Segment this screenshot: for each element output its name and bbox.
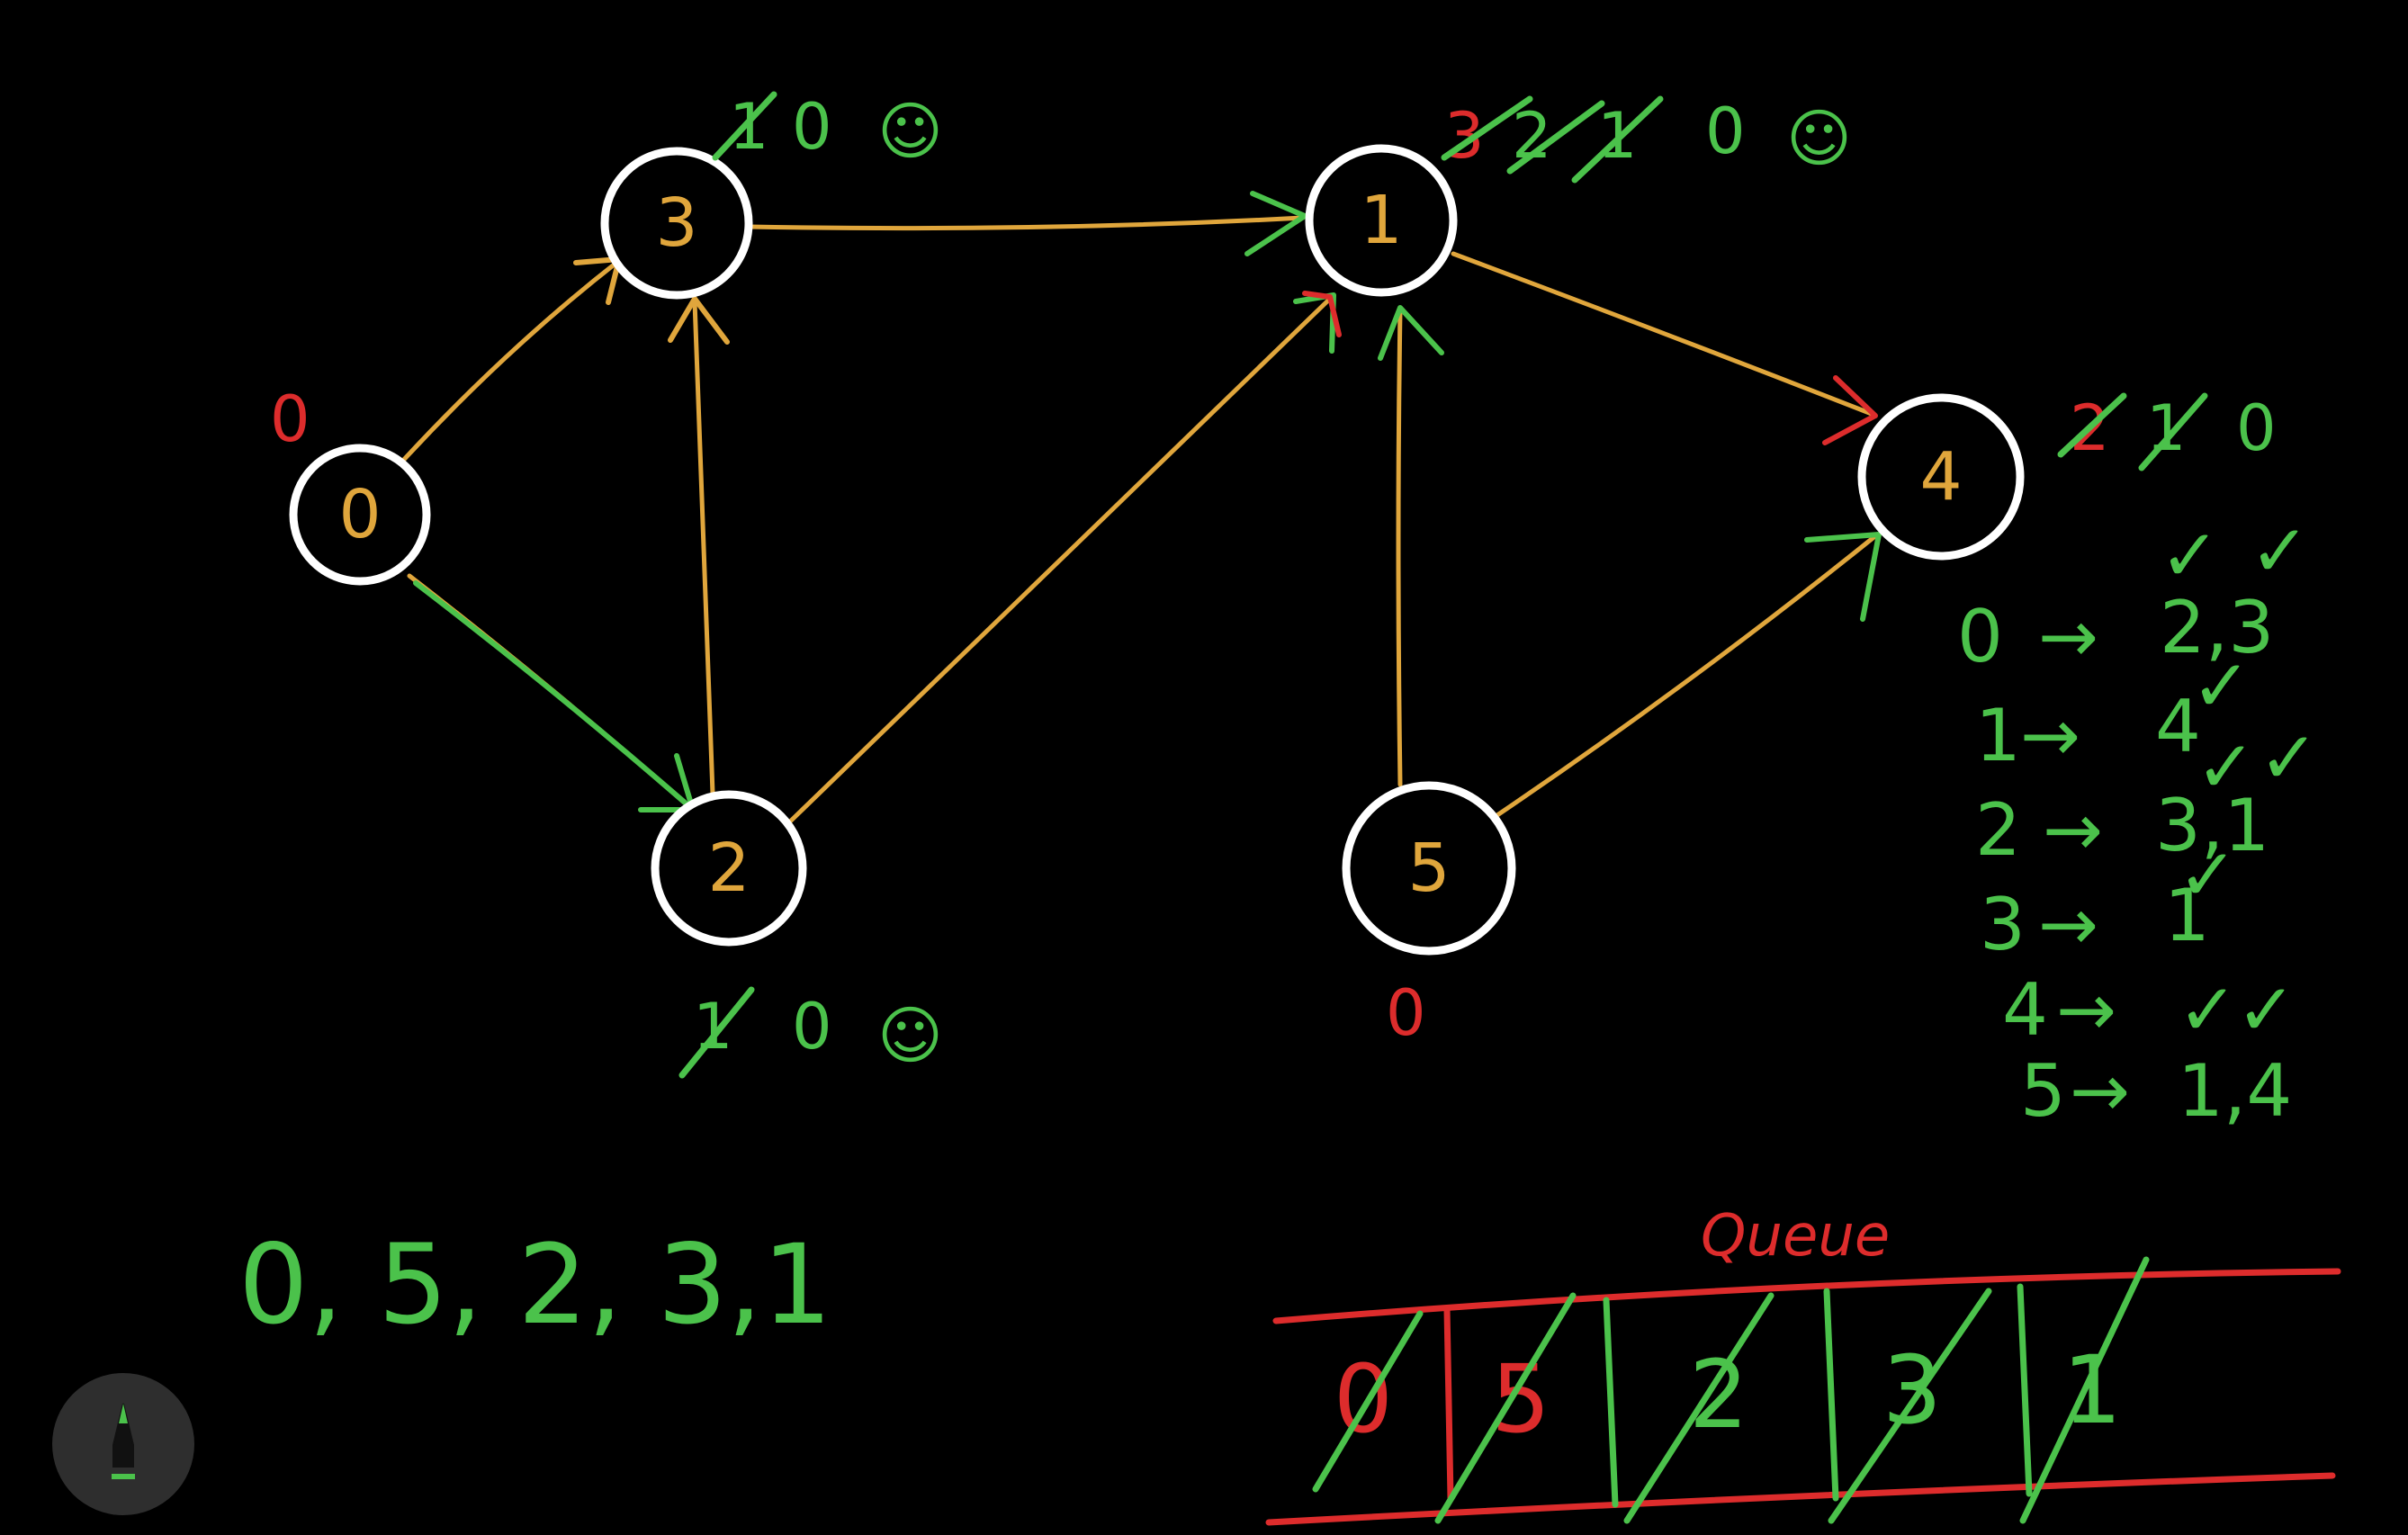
edge-5-4-arrowhead (1804, 532, 1882, 622)
adjacency-row-3-node: 3 (1980, 883, 2026, 966)
indegree-node2-smiley: ☺ (877, 999, 943, 1073)
node-1: 1 (1305, 144, 1458, 297)
node-5-label: 5 (1407, 830, 1450, 907)
adjacency-row-2-arrow: → (2043, 788, 2103, 872)
check-mark-icon: ✓ (2178, 833, 2238, 917)
indegree-node3-current: 0 (792, 90, 832, 164)
adjacency-row-2-neighbors: 3,1 (2155, 784, 2269, 867)
queue-item: 2 (1689, 1340, 1748, 1450)
adjacency-row: 2 → 3,1 (1975, 784, 2269, 872)
indegree-node4-current: 0 (2236, 391, 2277, 465)
adjacency-row-0-neighbors: 2,3 (2160, 586, 2274, 669)
indegree-node4-strike (2057, 392, 2208, 471)
check-mark-icon: ✓ (2259, 716, 2319, 800)
edge-2-1-arrowhead (1293, 292, 1336, 354)
check-mark-icon: ✓ (2236, 968, 2296, 1052)
adjacency-row: 4 → (2002, 968, 2116, 1052)
indegree-node1-smiley: ☺ (1786, 102, 1852, 175)
queue-divider (1443, 1306, 1454, 1502)
indegree-node1-struck-b: 2 (1512, 99, 1552, 173)
node-4-label: 4 (1919, 438, 1962, 516)
adjacency-row: 5 → 1,4 (2020, 1049, 2292, 1133)
indegree-node2-current: 0 (792, 990, 832, 1064)
check-mark-icon: ✓ (2196, 725, 2256, 809)
adjacency-row-4-arrow: → (2056, 968, 2116, 1052)
queue: Queue 0 5 2 3 1 (1265, 1203, 2341, 1526)
queue-item: 5 (1491, 1344, 1550, 1454)
adjacency-row-5-node: 5 (2020, 1049, 2066, 1133)
queue-item: 0 (1334, 1344, 1393, 1454)
adjacency-row-1-arrow: → (2020, 694, 2080, 777)
node-4: 4 (1857, 393, 2025, 561)
node-0: 0 (289, 444, 431, 586)
edge-3-1-arrowhead (1244, 191, 1307, 256)
graph-nodes: 0 3 2 1 5 4 (289, 144, 2025, 956)
adjacency-row: 1 → 4 (1975, 685, 2201, 777)
queue-item-strike (1312, 1256, 2150, 1524)
adjacency-row-2-node: 2 (1975, 788, 2021, 872)
topological-order: 0, 5, 2, 3,1 (238, 1221, 832, 1349)
indegree-node2-strike (678, 986, 755, 1079)
indegree-node3-strike (712, 91, 777, 161)
adjacency-row-3-neighbors: 1 (2164, 874, 2210, 957)
indegree-node1-strike (1441, 95, 1664, 184)
edge-2-3-arrowhead (668, 296, 730, 345)
adjacency-row-3-arrow: → (2038, 883, 2098, 966)
queue-item: 1 (2062, 1335, 2122, 1445)
indegree-node3-smiley: ☺ (877, 94, 943, 168)
indegree-node5: 0 (1386, 976, 1426, 1050)
adjacency-row-0-node: 0 (1957, 595, 2003, 678)
adjacency-row: 0 → 2,3 (1957, 586, 2274, 678)
edge-0-2-highlight (413, 580, 694, 811)
edge-0-3 (398, 260, 619, 466)
indegree-node0: 0 (270, 382, 310, 456)
adjacency-row-0-arrow: → (2038, 595, 2098, 678)
queue-bottom-line (1265, 1472, 2336, 1526)
node-3-label: 3 (655, 184, 697, 262)
check-mark-icon: ✓ (2160, 514, 2220, 597)
adjacency-row-4-node: 4 (2002, 968, 2048, 1052)
indegree-annotations: 0 1 0 ☺ 3 2 1 0 ☺ 1 0 ☺ 2 1 0 0 (270, 90, 2277, 1079)
adjacency-row-1-neighbors: 4 (2155, 685, 2201, 768)
adjacency-row: 3 → 1 (1980, 874, 2210, 966)
edge-1-4-arrowhead (1822, 375, 1878, 445)
queue-title: Queue (1701, 1203, 1890, 1270)
adjacency-list: 0 → 2,3 1 → 4 2 → 3,1 3 → 1 4 → 5 → 1,4 (1957, 509, 2319, 1133)
queue-divider (1603, 1283, 2033, 1508)
node-2: 2 (651, 790, 807, 947)
edge-5-1 (1396, 308, 1403, 787)
adjacency-row-5-arrow: → (2070, 1049, 2130, 1133)
edge-1-4 (1451, 251, 1874, 417)
node-0-label: 0 (338, 476, 381, 553)
node-5: 5 (1342, 781, 1516, 956)
check-mark-icon: ✓ (2178, 968, 2238, 1052)
graph-edges (398, 191, 1882, 826)
edge-2-1-arrowhead-red (1302, 291, 1342, 337)
indegree-node1-current: 0 (1705, 94, 1746, 168)
pen-tool-button[interactable] (52, 1373, 194, 1515)
node-3: 3 (600, 147, 753, 300)
node-2-label: 2 (707, 830, 750, 907)
adjacency-row-1-node: 1 (1975, 694, 2021, 777)
check-mark-icon: ✓ (2191, 644, 2251, 728)
queue-top-line (1272, 1268, 2341, 1324)
indegree-node3-struck: 1 (729, 90, 769, 164)
edge-5-1-arrowhead (1378, 305, 1444, 361)
check-mark-icon: ✓ (2250, 509, 2310, 593)
edge-2-1 (786, 294, 1334, 826)
edge-5-4 (1487, 533, 1879, 823)
edge-3-1 (746, 215, 1306, 231)
edge-2-3 (692, 299, 715, 796)
node-1-label: 1 (1360, 182, 1402, 259)
adjacency-row-5-neighbors: 1,4 (2178, 1049, 2292, 1133)
pen-icon (112, 1403, 135, 1479)
